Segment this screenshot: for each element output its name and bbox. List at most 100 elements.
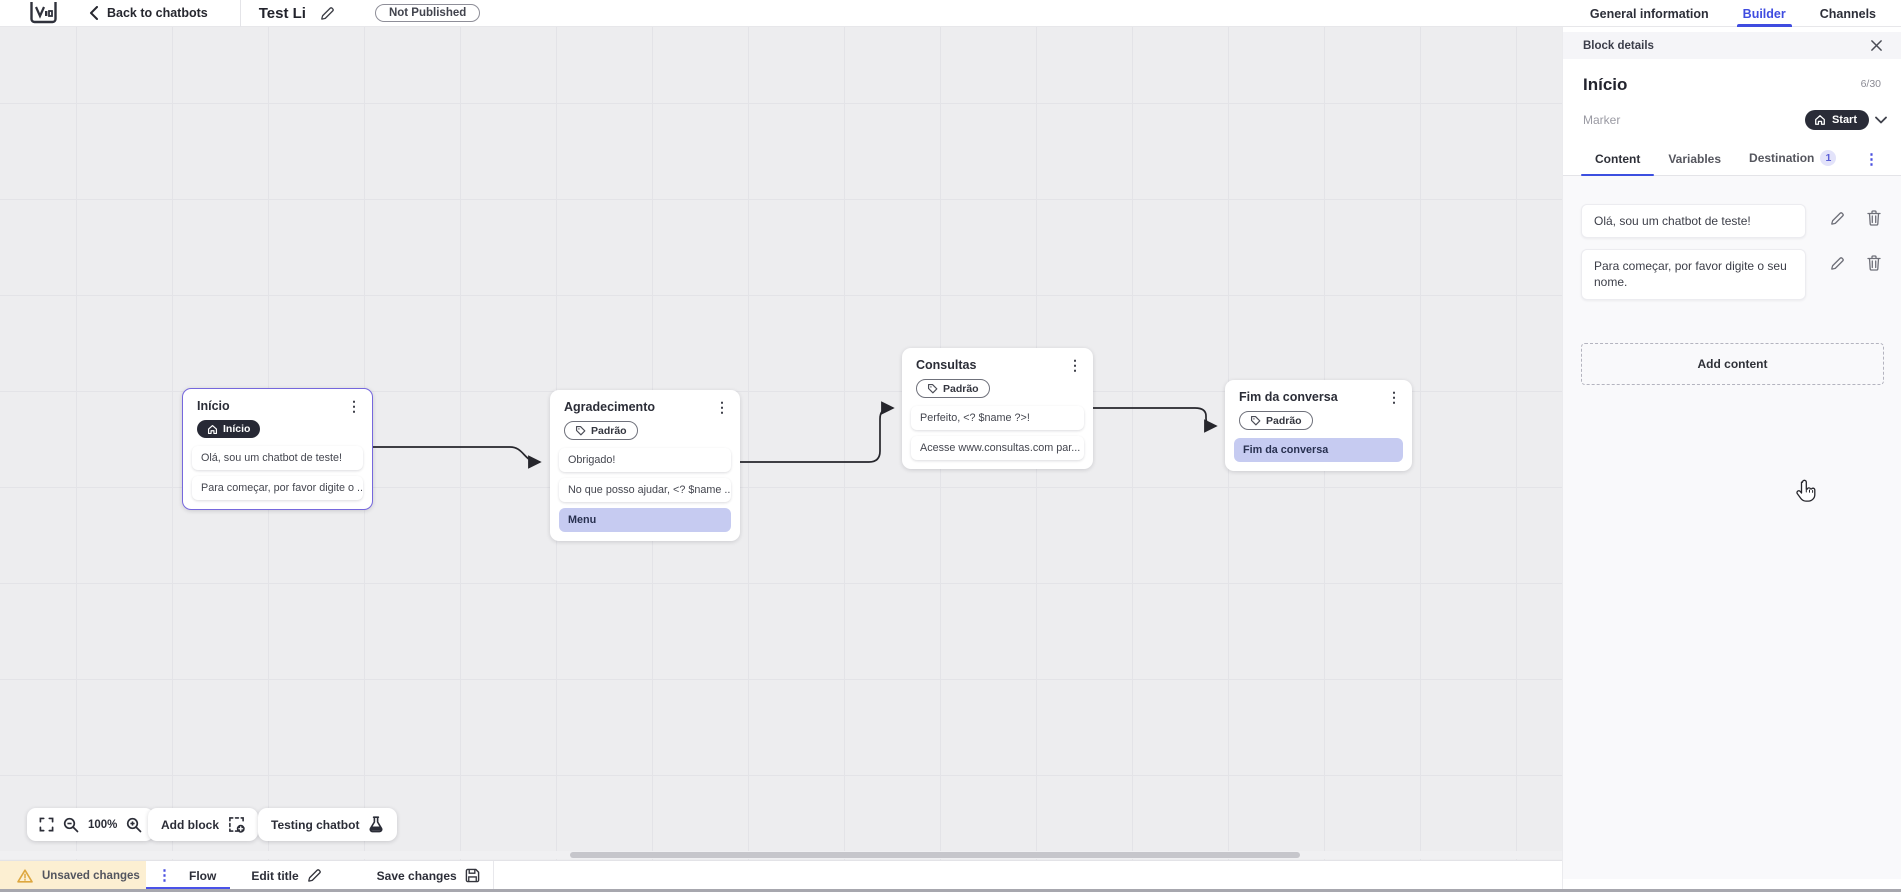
block-tag-inicio: Início bbox=[197, 420, 261, 438]
tab-content[interactable]: Content bbox=[1581, 146, 1655, 176]
block-title: Fim da conversa bbox=[1239, 390, 1338, 404]
close-icon bbox=[1871, 40, 1882, 51]
edit-message-button[interactable] bbox=[1830, 255, 1845, 271]
status-badge: Not Published bbox=[374, 4, 481, 22]
fit-to-screen-button[interactable] bbox=[39, 817, 54, 832]
topbar-divider bbox=[239, 0, 241, 27]
block-message-row[interactable]: Perfeito, <? $name ?>! bbox=[911, 406, 1084, 430]
home-icon bbox=[1815, 115, 1825, 125]
block-redirect-row[interactable]: Menu bbox=[559, 508, 731, 532]
pencil-icon bbox=[1831, 211, 1844, 225]
unsaved-changes-indicator: Unsaved changes bbox=[0, 861, 146, 890]
marker-start-pill[interactable]: Start bbox=[1804, 110, 1869, 130]
block-title: Início bbox=[197, 399, 230, 413]
canvas-zoom-controls: 100% bbox=[27, 808, 155, 841]
add-content-button[interactable]: Add content bbox=[1581, 342, 1884, 385]
close-panel-button[interactable] bbox=[1870, 39, 1883, 52]
flow-canvas[interactable]: Início ⋮ Início Olá, sou um chatbot de t… bbox=[0, 27, 1562, 860]
panel-kebab-menu[interactable]: ⋮ bbox=[1864, 151, 1879, 168]
block-title: Agradecimento bbox=[564, 400, 655, 414]
tab-builder[interactable]: Builder bbox=[1736, 0, 1792, 27]
marker-dropdown-button[interactable] bbox=[1875, 116, 1887, 124]
block-kebab-menu[interactable]: ⋮ bbox=[1068, 357, 1082, 373]
tag-icon bbox=[575, 425, 586, 436]
delete-message-button[interactable] bbox=[1867, 255, 1881, 271]
destination-count-badge: 1 bbox=[1820, 150, 1837, 166]
message-card[interactable]: Para começar, por favor digite o seu nom… bbox=[1581, 249, 1806, 300]
add-block-icon bbox=[229, 817, 245, 833]
home-icon bbox=[207, 424, 218, 434]
save-icon bbox=[465, 868, 480, 883]
builder-nav-tabs: General information Builder Channels bbox=[1590, 0, 1876, 27]
mouse-cursor-pointer bbox=[1796, 479, 1816, 502]
tag-icon bbox=[927, 383, 938, 394]
trash-icon bbox=[1867, 255, 1881, 271]
block-message-row[interactable]: Olá, sou um chatbot de teste! bbox=[192, 446, 363, 470]
zoom-out-icon bbox=[63, 817, 79, 832]
save-changes-button[interactable]: Save changes bbox=[377, 868, 480, 883]
zoom-in-button[interactable] bbox=[126, 817, 142, 833]
flow-block-agradecimento[interactable]: Agradecimento ⋮ Padrão Obrigado! No que … bbox=[550, 390, 740, 541]
tab-general-information[interactable]: General information bbox=[1589, 6, 1709, 21]
add-block-label: Add block bbox=[161, 817, 220, 832]
bottom-status-bar: Unsaved changes ⋮ Flow Edit title Save c… bbox=[0, 860, 1562, 890]
edit-title-button[interactable]: Edit title bbox=[251, 868, 321, 883]
flow-block-inicio[interactable]: Início ⋮ Início Olá, sou um chatbot de t… bbox=[182, 388, 373, 510]
content-tab-panel: Olá, sou um chatbot de teste! Para começ… bbox=[1563, 176, 1901, 879]
chevron-left-icon bbox=[90, 6, 98, 20]
testing-chatbot-label: Testing chatbot bbox=[271, 817, 360, 832]
block-tag-padrao: Padrão bbox=[916, 379, 990, 398]
block-message-row[interactable]: Acesse www.consultas.com par... bbox=[911, 436, 1084, 460]
panel-header: Block details bbox=[1583, 39, 1654, 52]
block-message-row[interactable]: Obrigado! bbox=[559, 448, 731, 472]
edit-message-button[interactable] bbox=[1830, 210, 1845, 226]
zoom-out-button[interactable] bbox=[63, 817, 79, 833]
block-tag-padrao: Padrão bbox=[564, 421, 638, 440]
block-kebab-menu[interactable]: ⋮ bbox=[715, 399, 729, 415]
block-end-row[interactable]: Fim da conversa bbox=[1234, 438, 1403, 462]
fit-screen-icon bbox=[39, 817, 54, 832]
block-tag-padrao: Padrão bbox=[1239, 411, 1313, 430]
tab-variables[interactable]: Variables bbox=[1668, 152, 1722, 166]
flow-block-consultas[interactable]: Consultas ⋮ Padrão Perfeito, <? $name ?>… bbox=[902, 348, 1093, 469]
add-block-button[interactable]: Add block bbox=[148, 808, 259, 841]
flow-kebab-menu[interactable]: ⋮ bbox=[157, 867, 172, 884]
flow-block-fim-da-conversa[interactable]: Fim da conversa ⋮ Padrão Fim da conversa bbox=[1225, 380, 1412, 471]
delete-message-button[interactable] bbox=[1867, 210, 1881, 226]
flow-tab-underline bbox=[146, 887, 230, 890]
unsaved-changes-label: Unsaved changes bbox=[42, 869, 140, 882]
zoom-level: 100% bbox=[88, 818, 118, 831]
block-kebab-menu[interactable]: ⋮ bbox=[347, 398, 361, 414]
pencil-icon bbox=[321, 6, 334, 20]
char-counter: 6/30 bbox=[1860, 78, 1881, 90]
edit-chatbot-name-button[interactable] bbox=[320, 6, 335, 21]
chevron-down-icon bbox=[1875, 116, 1887, 124]
zoom-in-icon bbox=[127, 817, 142, 832]
testing-chatbot-button[interactable]: Testing chatbot bbox=[258, 808, 398, 841]
message-card[interactable]: Olá, sou um chatbot de teste! bbox=[1581, 204, 1806, 239]
block-message-row[interactable]: Para começar, por favor digite o ... bbox=[192, 476, 363, 500]
back-label: Back to chatbots bbox=[107, 6, 208, 20]
bottombar-divider bbox=[493, 861, 494, 890]
top-app-bar: Back to chatbots Test Li Not Published G… bbox=[0, 0, 1901, 27]
trash-icon bbox=[1867, 210, 1881, 226]
pencil-icon bbox=[307, 869, 321, 882]
block-message-row[interactable]: No que posso ajudar, <? $name ... bbox=[559, 478, 731, 502]
block-name-heading: Início bbox=[1583, 75, 1628, 94]
chatbot-title: Test Li bbox=[258, 4, 306, 22]
app-logo-icon bbox=[30, 2, 57, 24]
block-title: Consultas bbox=[916, 358, 977, 372]
marker-label: Marker bbox=[1583, 113, 1621, 127]
block-details-panel: Block details Início 6/30 Marker Start C… bbox=[1562, 27, 1901, 890]
tab-channels[interactable]: Channels bbox=[1819, 6, 1876, 21]
flask-icon bbox=[369, 816, 383, 833]
window-bottom-edge bbox=[0, 889, 1901, 892]
back-to-chatbots-button[interactable]: Back to chatbots bbox=[89, 6, 208, 20]
tab-flow[interactable]: Flow bbox=[189, 868, 217, 883]
horizontal-scrollbar bbox=[0, 851, 1562, 859]
horizontal-scrollbar-thumb[interactable] bbox=[570, 852, 1300, 858]
block-kebab-menu[interactable]: ⋮ bbox=[1387, 389, 1401, 405]
pencil-icon bbox=[1831, 256, 1844, 270]
